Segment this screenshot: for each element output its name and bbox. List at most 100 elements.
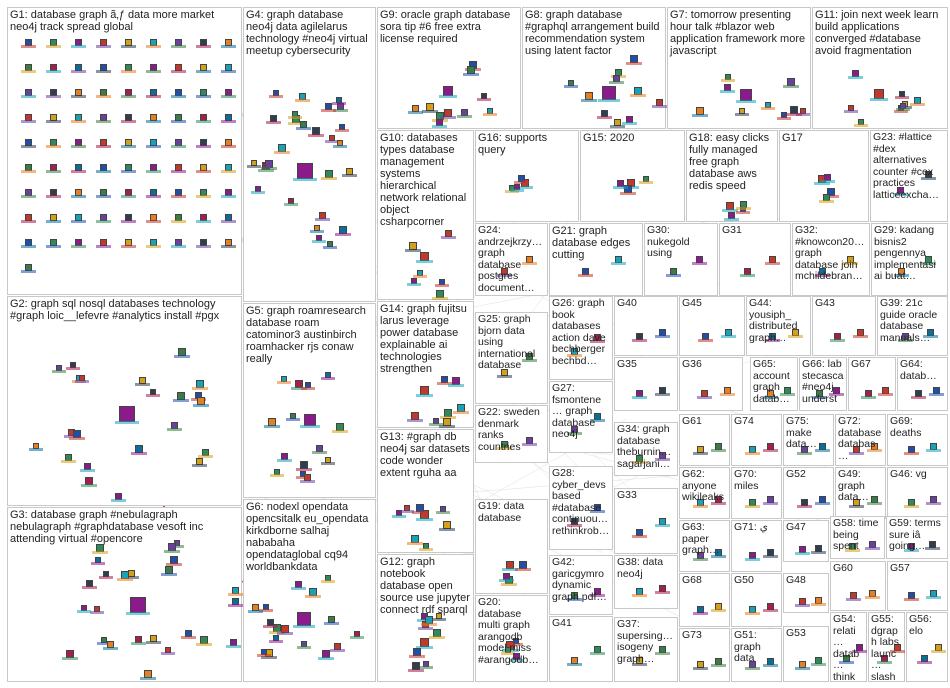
node-label-mark	[196, 120, 211, 123]
node-label-mark	[276, 381, 291, 385]
node-label-mark	[580, 99, 597, 103]
group-box-g39: G39: 21c guide oracle database manuals…	[877, 296, 948, 356]
node-label-mark	[196, 95, 211, 98]
node-label-mark	[632, 396, 648, 400]
node-label-mark	[508, 643, 523, 647]
node-label-mark	[762, 502, 778, 506]
node-label-mark	[421, 622, 438, 626]
group-label: G25: graph bjorn data using internationa…	[478, 313, 536, 371]
node-label-mark	[71, 195, 86, 198]
node-label-mark	[131, 641, 147, 645]
graph-node[interactable]	[118, 405, 135, 422]
node-label-mark	[710, 502, 726, 506]
node-label-mark	[196, 145, 211, 148]
group-box-g30: G30: nukegold using	[644, 223, 718, 296]
node-label-mark	[779, 393, 795, 397]
group-box-g35: G35	[614, 357, 678, 411]
node-label-mark	[895, 95, 910, 99]
node-label-mark	[304, 594, 321, 598]
node-label-mark	[510, 189, 525, 193]
node-label-mark	[762, 396, 778, 400]
node-label-mark	[287, 122, 304, 126]
node-label-mark	[567, 598, 583, 602]
node-label-mark	[171, 95, 186, 98]
node-label-mark	[814, 449, 830, 453]
node-label-mark	[501, 568, 518, 572]
group-box-g37: G37: supersing… isogeny graph…	[614, 617, 678, 682]
node-label-mark	[762, 555, 778, 559]
group-label: G67	[851, 358, 871, 370]
node-label-mark	[46, 195, 61, 198]
node-label-mark	[735, 113, 750, 117]
node-label-mark	[710, 609, 726, 613]
group-box-g40: G40	[614, 296, 678, 356]
group-box-g22: G22: sweden denmark ranks countries	[475, 405, 548, 463]
node-label-mark	[692, 612, 708, 616]
node-label-mark	[710, 664, 726, 668]
group-box-g10: G10: databases types database management…	[377, 130, 474, 300]
node-label-mark	[429, 423, 444, 426]
node-label-mark	[845, 598, 861, 601]
node-label-mark	[904, 598, 920, 601]
graph-node[interactable]	[130, 597, 147, 614]
graph-node[interactable]	[602, 86, 617, 101]
node-label-mark	[21, 95, 36, 98]
node-label-mark	[418, 547, 433, 551]
group-label: G13: #graph db neo4j sar datasets code w…	[380, 431, 470, 479]
node-label-mark	[441, 235, 457, 239]
node-label-mark	[146, 640, 162, 644]
node-label-mark	[744, 505, 760, 509]
node-label-mark	[96, 70, 111, 73]
group-box-g14: G14: graph fujitsu larus leverage power …	[377, 301, 474, 428]
node-label-mark	[329, 649, 345, 653]
node-label-mark	[787, 335, 803, 338]
node-label-mark	[117, 577, 134, 581]
group-box-g51: G51: graph data	[731, 628, 782, 682]
node-label-mark	[89, 610, 104, 614]
group-label: G59: terms sure iâ going…	[889, 517, 941, 552]
node-label-mark	[819, 199, 835, 203]
group-box-g75: G75: make data…	[783, 414, 834, 466]
node-label-mark	[408, 654, 425, 658]
node-label-mark	[226, 645, 242, 649]
node-label-mark	[876, 661, 892, 665]
graph-node[interactable]	[296, 611, 311, 626]
node-label-mark	[598, 99, 621, 103]
node-label-mark	[260, 167, 277, 171]
node-label-mark	[221, 45, 236, 48]
node-label-mark	[864, 547, 880, 551]
node-label-mark	[795, 113, 810, 117]
node-label-mark	[21, 220, 36, 223]
group-box-g28: G28: cyber_devs based #database continuo…	[549, 466, 613, 550]
node-label-mark	[852, 335, 868, 338]
group-label: G32: #knowcon20… graph database join mch…	[795, 224, 865, 282]
node-label-mark	[161, 572, 178, 576]
node-label-mark	[830, 339, 846, 343]
group-label: G46: vg	[890, 468, 927, 480]
node-label-mark	[248, 610, 264, 614]
node-label-mark	[811, 603, 827, 606]
node-label-mark	[845, 548, 861, 552]
node-label-mark	[744, 667, 760, 671]
node-label-mark	[736, 99, 757, 103]
node-label-mark	[46, 145, 61, 148]
group-label: G41	[552, 617, 572, 629]
node-label-mark	[437, 382, 453, 386]
node-label-mark	[723, 217, 739, 221]
node-label-mark	[440, 115, 457, 119]
node-label-mark	[710, 555, 726, 559]
node-label-mark	[257, 654, 272, 658]
node-label-mark	[192, 463, 208, 467]
group-box-g74: G74	[731, 414, 782, 466]
group-label: G27: fsmontene… graph database neo4j	[552, 382, 602, 440]
node-label-mark	[221, 120, 236, 123]
node-label-mark	[828, 393, 844, 397]
node-label-mark	[796, 505, 812, 509]
graph-node[interactable]	[296, 163, 313, 180]
node-label-mark	[893, 193, 909, 197]
node-label-mark	[221, 195, 236, 198]
node-label-mark	[567, 354, 583, 358]
node-label-mark	[630, 93, 647, 97]
node-label-mark	[46, 220, 61, 223]
group-box-g50: G50	[731, 573, 782, 627]
